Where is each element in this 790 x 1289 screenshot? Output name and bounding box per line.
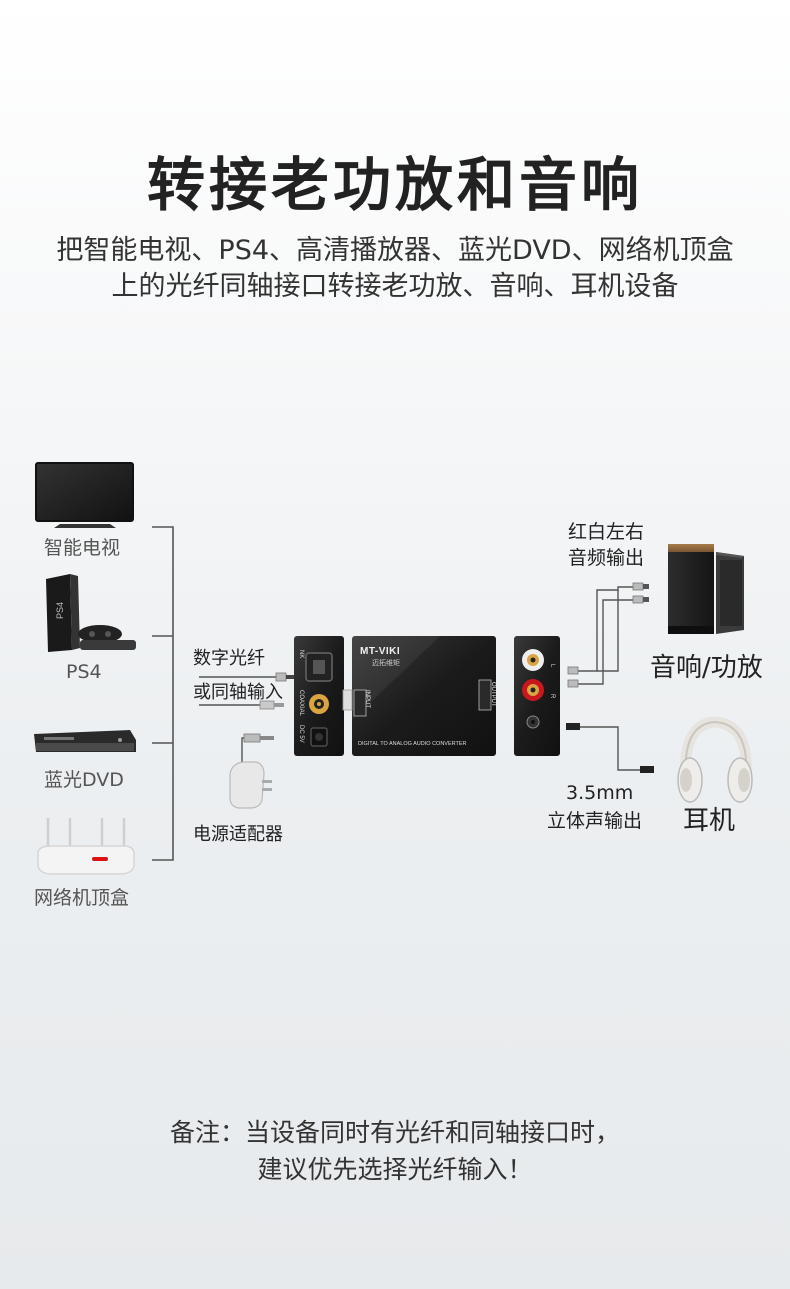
speaker-label: 音响/功放 [650,653,763,683]
tv-icon [35,462,134,528]
svg-text:COAXIAL: COAXIAL [298,690,304,717]
dc-plug-icon [243,733,274,743]
speaker-icon [668,544,744,634]
device-input-tag: INPUT [364,690,370,708]
source-label-set-top-box: 网络机顶盒 [34,887,130,909]
subtitle-line-1: 把智能电视、PS4、高清播放器、蓝光DVD、网络机顶盒 [56,235,734,266]
svg-text:PS4: PS4 [55,602,65,619]
input-label-optical: 数字光纤 [193,648,265,669]
rca-plug-icon [567,582,649,688]
ps4-icon: PS4 [46,574,136,652]
rca-output-label-2: 音频输出 [568,547,645,569]
optical-plug-icon [275,672,294,682]
page-title: 转接老功放和音响 [146,151,643,219]
input-label-coax: 或同轴输入 [193,682,283,703]
svg-text:NK: NK [298,650,304,658]
converter-body [352,636,496,756]
note-line-1: 备注：当设备同时有光纤和同轴接口时， [169,1118,620,1147]
device-brand: MT-VIKI [360,646,401,657]
source-label-dvd: 蓝光DVD [44,769,124,791]
device-brand-cn: 迈拓维矩 [372,659,400,667]
converter-input-panel [294,636,344,756]
source-bracket [152,526,174,861]
device-output-tag: OUTPUT [490,682,496,707]
source-label-ps4: PS4 [66,661,102,683]
output-cables [568,586,640,771]
device-caption: DIGITAL TO ANALOG AUDIO CONVERTER [358,741,467,747]
rca-output-label-1: 红白左右 [568,521,645,543]
headphone-icon [677,716,753,803]
headphone-label: 耳机 [683,806,736,836]
note-line-2: 建议优先选择光纤输入！ [257,1155,533,1184]
jack-output-label-2: 立体声输出 [547,810,643,832]
router-icon [37,818,135,875]
converter-output-panel [514,636,560,756]
power-adapter-icon [229,761,272,809]
svg-text:R: R [549,694,555,699]
subtitle-line-2: 上的光纤同轴接口转接老功放、音响、耳机设备 [111,271,679,302]
power-adapter-label: 电源适配器 [193,824,283,845]
dvd-player-icon [34,730,136,752]
coax-plug-icon [259,700,284,710]
jack-plug-icon [566,723,654,773]
source-label-smart-tv: 智能电视 [44,537,121,559]
jack-output-label-1: 3.5mm [566,782,634,804]
svg-text:L: L [549,664,555,668]
svg-text:DC 5V: DC 5V [298,725,304,743]
